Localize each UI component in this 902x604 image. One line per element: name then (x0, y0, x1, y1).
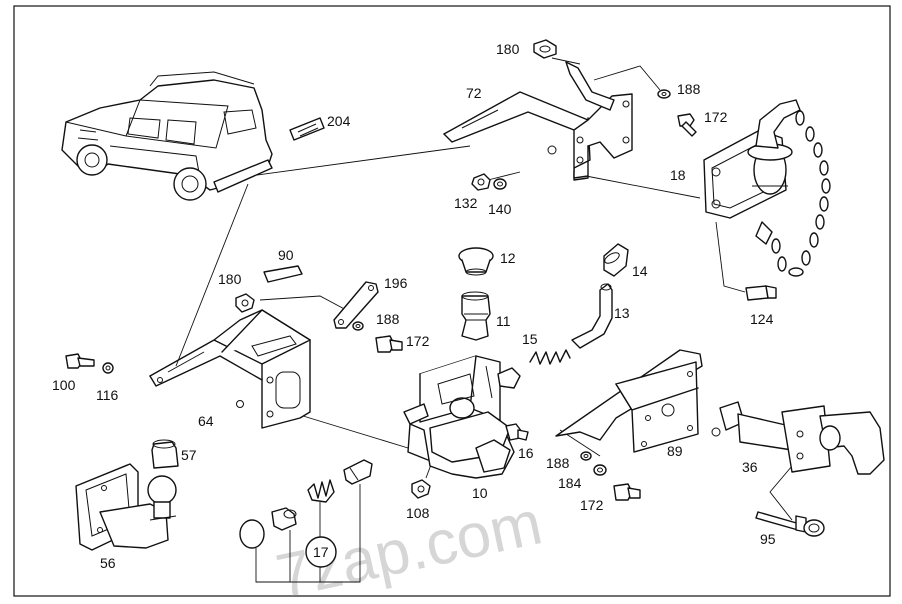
part-124-bolt (745, 285, 777, 301)
part-17-repair-kit (239, 459, 373, 549)
part-184-washer (593, 464, 607, 476)
callout-18: 18 (670, 167, 686, 183)
part-90-plate (263, 265, 303, 283)
part-56-ball-hitch (75, 463, 177, 551)
callout-16: 16 (518, 445, 534, 461)
callout-12: 12 (500, 250, 516, 266)
callout-172-bottom: 172 (580, 497, 604, 513)
diagram-frame (13, 5, 891, 597)
part-180-nut-top (533, 39, 557, 59)
callout-17: 17 (313, 544, 329, 560)
part-172-bolt-bottom (613, 483, 641, 501)
part-57-ball-cap (151, 439, 179, 469)
callout-100: 100 (52, 377, 76, 393)
callout-72: 72 (466, 85, 482, 101)
callout-57: 57 (181, 447, 197, 463)
part-188-washer-top (657, 89, 671, 99)
callout-180-mid: 180 (218, 271, 242, 287)
part-72-upper-bracket (443, 61, 633, 181)
callout-196: 196 (384, 275, 408, 291)
chain (771, 110, 831, 277)
part-12-cap (458, 247, 494, 276)
callout-15: 15 (522, 331, 538, 347)
callout-188-mid: 188 (376, 311, 400, 327)
callout-17-circle (305, 536, 337, 568)
part-188-washer-mid (352, 321, 364, 331)
callout-108: 108 (406, 505, 430, 521)
callout-188-bottom: 188 (546, 455, 570, 471)
callout-180-top: 180 (496, 41, 520, 57)
callout-11: 11 (496, 313, 511, 329)
callout-14: 14 (632, 263, 648, 279)
part-36-hitch-pin (711, 401, 885, 475)
part-188-washer-bottom (580, 451, 592, 461)
callout-172-mid: 172 (406, 333, 430, 349)
part-18-pintle-hook (703, 99, 801, 245)
callout-89: 89 (667, 443, 683, 459)
callout-95: 95 (760, 531, 776, 547)
callout-172-top: 172 (704, 109, 728, 125)
part-13-release-rod (571, 283, 613, 349)
part-14-cap (603, 243, 629, 277)
part-100-bolt (65, 353, 95, 369)
callout-90: 90 (278, 247, 294, 263)
kit-17-leader-lines (255, 484, 361, 583)
part-196-strap (333, 281, 379, 329)
callout-116: 116 (96, 387, 119, 403)
callout-13: 13 (614, 305, 630, 321)
part-140-washer (493, 178, 507, 190)
part-95-locking-pin (755, 511, 825, 537)
callout-56: 56 (100, 555, 116, 571)
part-108-nut (411, 479, 431, 499)
part-180-nut-mid (235, 293, 255, 313)
callout-132: 132 (454, 195, 478, 211)
assembly-lines (175, 57, 793, 521)
part-11-damper (461, 291, 491, 341)
callout-10: 10 (472, 485, 488, 501)
callout-64: 64 (198, 413, 214, 429)
callout-204: 204 (327, 113, 351, 129)
part-204-label-plate (289, 117, 325, 141)
callout-36: 36 (742, 459, 758, 475)
part-172-bolt-mid (375, 335, 403, 353)
callout-184: 184 (558, 475, 582, 491)
callout-labels: 180 72 188 172 204 18 132 140 124 90 180… (52, 41, 776, 571)
callout-188-top: 188 (677, 81, 701, 97)
part-116-washer (102, 362, 114, 374)
part-172-bolt-top (677, 113, 697, 137)
part-10-coupling-body (403, 355, 521, 479)
part-15-spring (529, 349, 571, 365)
callout-140: 140 (488, 201, 512, 217)
vehicle-illustration (61, 71, 273, 201)
part-64-lower-bracket (149, 309, 311, 429)
part-132-nut (471, 173, 491, 191)
callout-124: 124 (750, 311, 774, 327)
part-16-stud (505, 423, 529, 441)
part-89-mounting-plate (555, 349, 703, 453)
